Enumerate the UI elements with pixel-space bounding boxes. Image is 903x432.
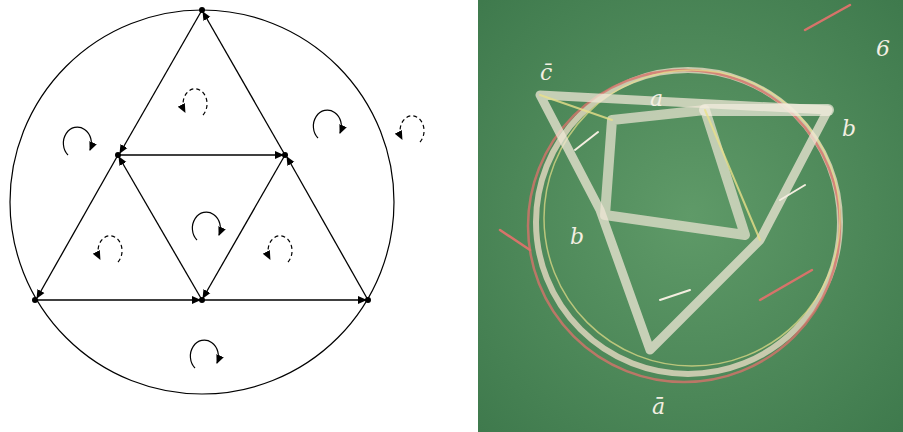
chalk-label: c̄ — [540, 62, 552, 84]
chalk-label: a — [650, 88, 663, 110]
chalk-label: b — [842, 118, 856, 140]
chalk-label: 6 — [876, 38, 890, 60]
chalk-label: ā — [652, 396, 665, 418]
chalk-label: b — [570, 226, 584, 248]
